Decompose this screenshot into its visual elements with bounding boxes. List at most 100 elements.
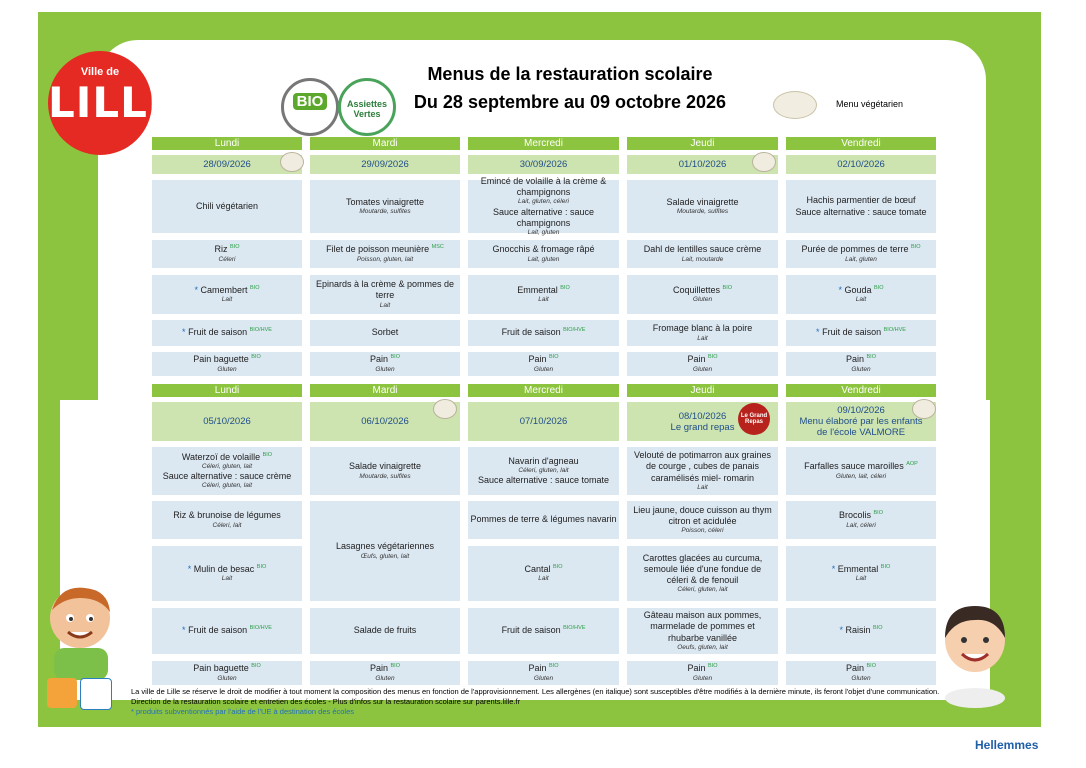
bio-label: BIO: [722, 284, 733, 291]
week1-row3-mardi: Epinards à la crème & pommes de terre La…: [310, 275, 460, 314]
week1-date-jeudi: 01/10/2026: [627, 155, 778, 174]
week1-day-jeudi: Jeudi: [627, 137, 778, 150]
vegetarian-icon: [280, 152, 304, 172]
allergen-text: Lait: [538, 575, 549, 583]
allergen-text: Lait: [379, 301, 391, 309]
week2-row3-lundi: * Mulin de besac BIO Lait: [152, 546, 302, 601]
dish-name: Velouté de potimarron aux graines de cou…: [633, 450, 772, 483]
territoire-bio-badge: BIO: [281, 78, 339, 136]
allergen-text: Lait: [697, 334, 708, 342]
bio-label: BIO: [911, 244, 921, 251]
week2-row4-mercredi: Fruit de saison BIO/HVE: [468, 608, 619, 654]
date-text: 09/10/2026: [837, 405, 885, 416]
bio-label: BIO: [874, 284, 884, 291]
alt-allergen: Lait, gluten: [527, 229, 560, 236]
week2-day-lundi: Lundi: [152, 384, 302, 397]
dish-name: Pommes de terre & légumes navarin: [470, 514, 617, 525]
week1-row2-jeudi: Dahl de lentilles sauce crème Lait, mout…: [627, 240, 778, 268]
week2-row2-mercredi: Pommes de terre & légumes navarin: [468, 501, 619, 539]
dish-name: Fruit de saison: [822, 327, 882, 338]
alt-allergen: Céleri, gluten, lait: [201, 482, 253, 490]
bio-badge-label: BIO: [293, 93, 327, 110]
week1-row5-lundi: Pain baguette BIO Gluten: [152, 352, 302, 376]
page-title: Menus de la restauration scolaire: [427, 64, 713, 84]
star-marker: *: [839, 625, 843, 636]
bio-label: BIO: [256, 563, 267, 570]
logo-small-text: Ville de: [80, 66, 120, 78]
allergen-text: Gluten: [692, 365, 713, 373]
week2-row5-lundi: Pain baguette BIO Gluten: [152, 661, 302, 685]
allergen-text: Lait, moutarde: [681, 255, 724, 263]
week1-row5-jeudi: Pain BIO Gluten: [627, 352, 778, 376]
allergen-text: Lait: [855, 575, 867, 583]
dish-name: Purée de pommes de terre: [801, 244, 909, 255]
week2-row5-vendredi: Pain BIO Gluten: [786, 661, 936, 685]
allergen-text: Lait: [221, 575, 233, 583]
week2-date-vendredi: 09/10/2026 Menu élaboré par les enfants …: [786, 402, 936, 441]
week2-row2-lundi: Riz & brunoise de légumes Céleri, lait: [152, 501, 302, 539]
allergen-text: Gluten: [375, 365, 395, 373]
week1-row4-vendredi: * Fruit de saison BIO/HVE: [786, 320, 936, 346]
bio-label: BIO: [549, 663, 559, 670]
dish-name: Pain: [845, 354, 864, 365]
dish-name: Mulin de besac: [193, 563, 255, 574]
allergen-text: Lait, gluten: [527, 255, 560, 263]
dish-name: Navarin d'agneau: [508, 455, 579, 466]
week2-row5-mardi: Pain BIO Gluten: [310, 661, 460, 685]
dish-name: Emincé de volaille à la crème & champign…: [480, 175, 607, 198]
bio-label: BIO: [866, 354, 876, 361]
allergen-text: Lait: [697, 483, 708, 491]
week1-day-vendredi: Vendredi: [786, 137, 936, 150]
date-text: 08/10/2026: [678, 410, 727, 422]
dish-name: Fruit de saison: [188, 625, 248, 636]
week2-row3-vendredi: * Emmental BIO Lait: [786, 546, 936, 601]
week2-date-mercredi: 07/10/2026: [468, 402, 619, 441]
star-marker: *: [194, 284, 198, 295]
week2-row4-vendredi: * Raisin BIO: [786, 608, 936, 654]
dish-name: Gnocchis & fromage râpé: [492, 244, 595, 255]
date-text: 05/10/2026: [203, 416, 251, 427]
week1-row5-mercredi: Pain BIO Gluten: [468, 352, 619, 376]
star-marker: *: [831, 563, 836, 574]
hellemmes-logo: Hellemmes: [975, 738, 1039, 752]
bio-label: BIO: [866, 663, 876, 670]
grand-repas-logo: Le Grand Repas: [738, 403, 770, 435]
bio-label: BIO: [708, 354, 718, 361]
week1-row1-lundi: Chili végétarien: [152, 180, 302, 233]
bio-label: BIO: [230, 244, 240, 251]
allergen-text: Lait, céleri: [846, 521, 876, 529]
week1-row5-mardi: Pain BIO Gluten: [310, 352, 460, 376]
dish-name: Lieu jaune, douce cuisson au thym citron…: [633, 504, 772, 526]
bio-label: BIO: [880, 563, 891, 570]
allergen-text: Lait: [855, 296, 867, 304]
msc-label: MSC: [431, 244, 444, 251]
date-text: 06/10/2026: [361, 416, 409, 427]
allergen-text: Gluten, lait, céleri: [835, 472, 887, 480]
bio-label: BIO: [560, 284, 570, 291]
week2-row5-mercredi: Pain BIO Gluten: [468, 661, 619, 685]
dish-name: Pain baguette: [193, 663, 249, 674]
dish-name: Epinards à la crème & pommes de terre: [315, 279, 455, 301]
week1-date-lundi: 28/09/2026: [152, 155, 302, 174]
star-marker: *: [182, 625, 186, 636]
logo-big-text: LILLE: [48, 78, 178, 127]
dish-name: Fruit de saison: [188, 327, 248, 338]
dish-name: Pain: [687, 663, 706, 674]
dish-name: Cantal: [524, 563, 551, 574]
dish-name: Fromage blanc à la poire: [652, 323, 753, 334]
dish-name: Salade de fruits: [353, 625, 417, 636]
dish-name: Pain: [369, 354, 388, 365]
partner-logo: [80, 678, 112, 710]
bio-hve-label: BIO/HVE: [883, 327, 906, 334]
alt-sauce: Sauce alternative : sauce champignons: [492, 206, 595, 228]
boy-character-illustration: [50, 587, 110, 680]
bio-hve-label: BIO/HVE: [563, 625, 586, 632]
week2-row2-vendredi: Brocolis BIO Lait, céleri: [786, 501, 936, 539]
allergen-text: Gluten: [851, 365, 871, 373]
dish-name: Tomates vinaigrette: [345, 196, 425, 207]
date-text: 28/09/2026: [203, 159, 251, 170]
dish-name: Brocolis: [838, 510, 871, 521]
dish-name: Pain: [369, 663, 388, 674]
bio-label: BIO: [873, 510, 883, 517]
week1-row2-lundi: Riz BIO Céleri: [152, 240, 302, 268]
